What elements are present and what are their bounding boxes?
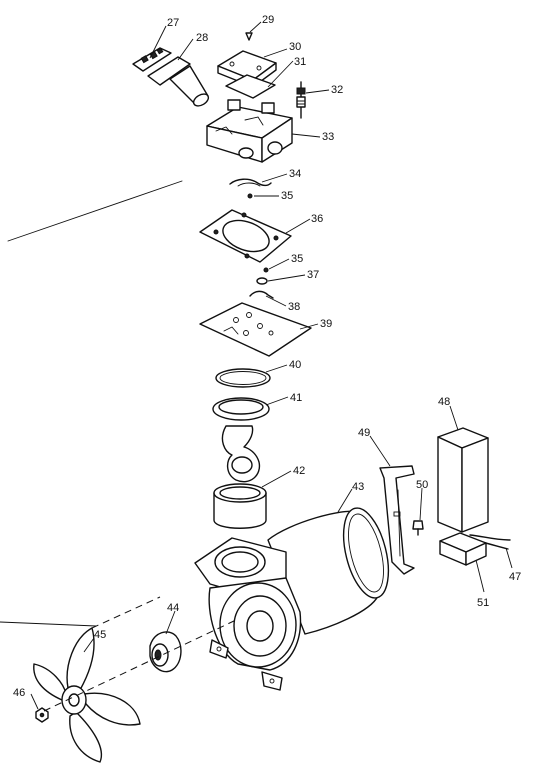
connecting-rod	[221, 425, 261, 483]
leader-lines	[30, 21, 513, 710]
callout-40: 40	[289, 359, 301, 371]
callout-41: 41	[290, 392, 302, 404]
callout-50: 50	[416, 479, 428, 491]
part-39-valve-plate	[199, 302, 312, 357]
part-37-washer	[256, 277, 268, 285]
callout-39: 39	[320, 318, 332, 330]
callout-43: 43	[352, 481, 364, 493]
scan-artifact-line	[0, 621, 97, 627]
part-29-screw	[245, 32, 253, 41]
callout-32: 32	[331, 84, 343, 96]
callout-36: 36	[311, 213, 323, 225]
callout-37: 37	[307, 269, 319, 281]
callout-47: 47	[509, 571, 521, 583]
part-48-capacitor	[437, 427, 489, 533]
callout-35-lower: 35	[291, 253, 303, 265]
part-34-reed-valve	[229, 178, 272, 187]
part-51-capacitor-cover	[439, 532, 487, 566]
part-44-fan-hub	[149, 631, 182, 673]
callout-numbers: 27 28 29 30 31 32 33 34 35 36 35 37 38 3…	[13, 14, 521, 699]
assembly-axis-line	[91, 596, 161, 629]
callout-35-upper: 35	[281, 190, 293, 202]
callout-42: 42	[293, 465, 305, 477]
part-36-valve-plate	[199, 209, 292, 263]
part-40-o-ring	[215, 368, 271, 388]
callout-51: 51	[477, 597, 489, 609]
part-35-screw-lower	[263, 267, 269, 273]
part-45-fan-blade	[33, 627, 141, 763]
callout-46: 46	[13, 687, 25, 699]
part-41-piston-cup	[212, 397, 270, 421]
part-42-cylinder-sleeve	[213, 483, 267, 529]
part-31-cover-gasket	[225, 74, 276, 99]
callout-44: 44	[167, 602, 179, 614]
callout-45: 45	[94, 629, 106, 641]
callout-49: 49	[358, 427, 370, 439]
part-38-reed-valve	[249, 290, 274, 299]
part-32-unloader-valve	[296, 81, 306, 119]
part-33-cylinder-head	[206, 99, 293, 163]
callout-30: 30	[289, 41, 301, 53]
callout-34: 34	[289, 168, 301, 180]
part-46-fan-nut	[35, 707, 49, 723]
scan-artifact-line	[7, 180, 183, 242]
part-50-screw	[412, 520, 424, 536]
callout-48: 48	[438, 396, 450, 408]
callout-33: 33	[322, 131, 334, 143]
callout-28: 28	[196, 32, 208, 44]
callout-27: 27	[167, 17, 179, 29]
part-35-screw-upper	[247, 193, 253, 199]
part-49-mounting-bracket	[379, 465, 415, 575]
callout-29: 29	[262, 14, 274, 26]
part-43-motor-housing	[194, 507, 390, 691]
callout-31: 31	[294, 56, 306, 68]
part-28-intake-tube	[147, 56, 210, 107]
callout-38: 38	[288, 301, 300, 313]
